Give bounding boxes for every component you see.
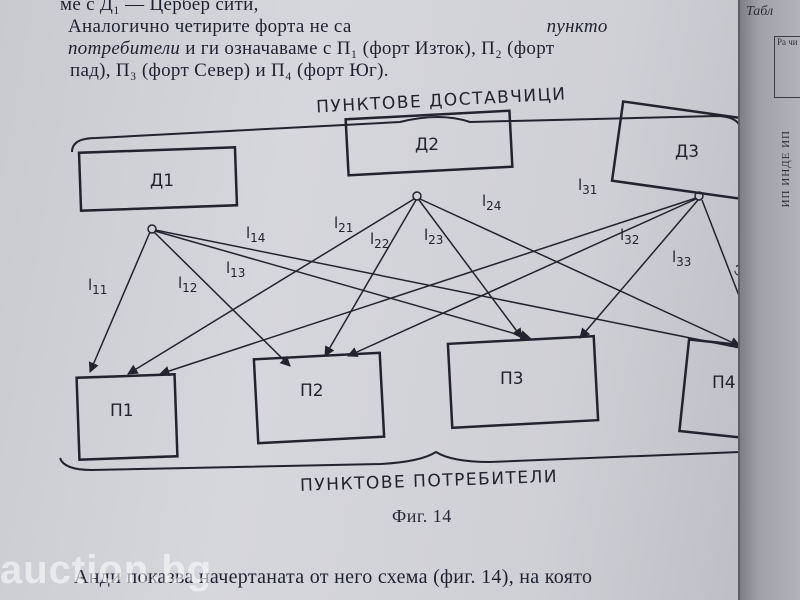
edge-label-l11: l11: [88, 276, 107, 297]
edge-label-l31: l31: [578, 176, 597, 197]
edge-label-l32: l32: [620, 226, 639, 247]
bottom-group-label: ПУНКТОВЕ ПОТРЕБИТЕЛИ: [300, 467, 559, 496]
edge-d3-p2: [347, 198, 697, 357]
edge-label-l13: l13: [226, 259, 245, 280]
adjacent-page: Табл Ра чи ИП ИНДЕ ИП: [738, 0, 800, 600]
edge-d1-p4: [154, 229, 752, 354]
text-line-3-italic: потребители: [68, 38, 181, 59]
edge-d1-p2: [153, 231, 291, 367]
text-line-1: ме с Д₁ — Цербер сити,: [60, 0, 259, 15]
edge-d3-p3: [579, 199, 699, 339]
edge-d2-p1: [127, 198, 415, 375]
consumer-box-p1: П1: [75, 373, 179, 461]
consumer-label-p2: П2: [300, 381, 324, 401]
supplier-label-d3: Д3: [675, 142, 699, 162]
adjacent-table-fragment: Ра чи: [774, 36, 800, 98]
edge-d2-p2: [324, 199, 417, 357]
edge-label-l33: l33: [672, 248, 691, 269]
text-line-3: потребители и ги означаваме с П₁ (форт И…: [68, 38, 554, 60]
edge-label-l12: l12: [178, 274, 197, 295]
text-line-2-tail: пункто: [546, 16, 608, 37]
consumer-label-p3: П3: [500, 369, 524, 389]
supplier-box-d2: Д2: [344, 109, 514, 177]
text-line-3-rest: и ги означаваме с П₁ (форт Изток), П₂ (ф…: [180, 38, 555, 59]
top-group-label: ПУНКТОВЕ ДОСТАВЧИЦИ: [316, 84, 567, 117]
edge-d3-p1: [159, 197, 697, 377]
watermark-logo: auction.bg: [0, 548, 213, 592]
adjacent-page-title: Табл: [746, 4, 774, 19]
text-line-4: пад), П₃ (форт Север) и П₄ (форт Юг).: [70, 60, 389, 81]
consumer-label-p1: П1: [110, 401, 134, 421]
edge-label-l23: l23: [424, 226, 443, 247]
hub-d3: [694, 191, 704, 201]
supplier-label-d2: Д2: [415, 135, 439, 155]
text-line-2-main: Аналогично четирите форта не са: [68, 16, 352, 37]
edge-d1-p3: [154, 230, 532, 341]
hub-d1: [147, 224, 157, 234]
supplier-label-d1: Д1: [150, 171, 174, 191]
text-line-2: Аналогично четирите форта не са пункто: [68, 16, 608, 38]
supplier-box-d1: Д1: [77, 146, 239, 212]
consumer-box-p3: П3: [446, 334, 600, 430]
text-bottom-line: Анди показва начертаната от него схема (…: [74, 566, 593, 588]
edge-d2-p3: [418, 199, 523, 339]
figure-caption: Фиг. 14: [392, 506, 452, 526]
edge-d1-p1: [88, 231, 151, 373]
edge-label-l24: l24: [482, 192, 501, 213]
edge-label-l22: l22: [370, 230, 389, 251]
edge-d2-p4: [419, 198, 741, 347]
bottom-group-bracket: [59, 435, 773, 472]
edge-label-l14: l14: [246, 224, 265, 245]
top-group-bracket: [71, 114, 743, 153]
adjacent-vertical-text: ИП ИНДЕ ИП: [780, 130, 792, 208]
edge-label-l21: l21: [334, 214, 353, 235]
consumer-label-p4: П4: [712, 373, 736, 393]
hub-d2: [412, 191, 422, 201]
consumer-box-p2: П2: [252, 351, 386, 445]
